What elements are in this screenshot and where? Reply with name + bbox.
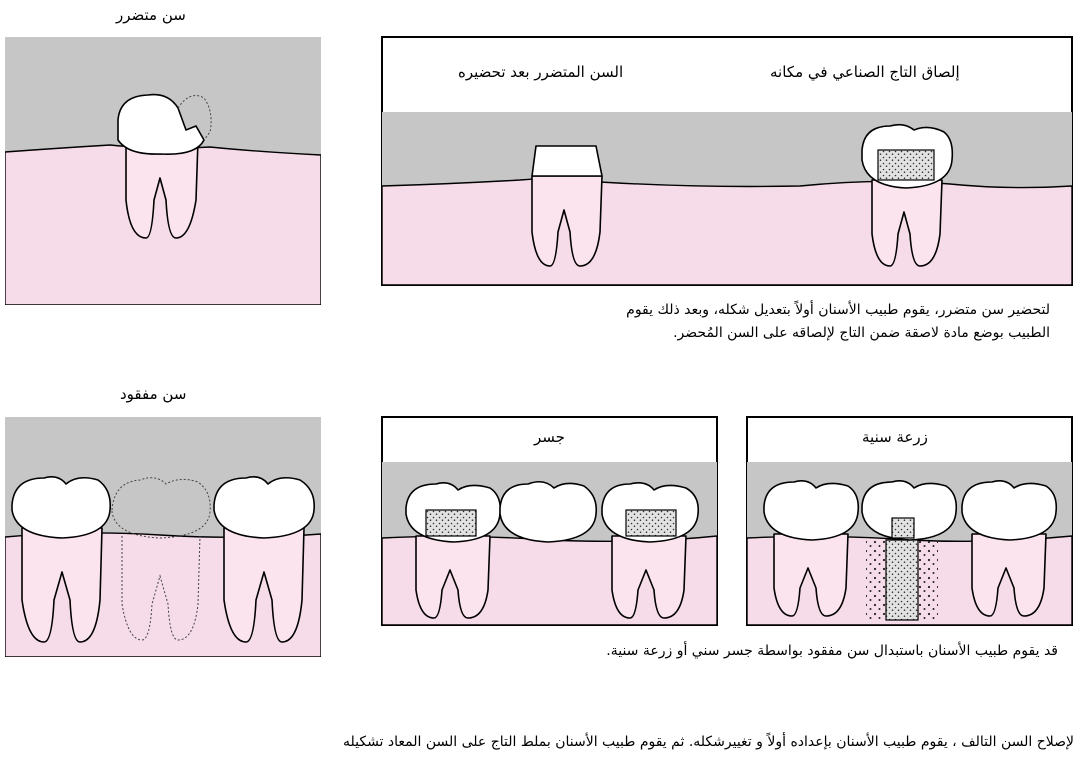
missing-tooth-outline-icon [111,477,211,641]
right-tooth-icon [213,476,316,643]
bridge-label: جسر [534,428,565,446]
implant-label: زرعة سنية [862,428,928,446]
bridge-right-abutment-icon [611,535,687,619]
footer-text: لإصلاح السن التالف ، يقوم طبيب الأسنان ب… [342,734,1074,750]
missing-tooth-title: سن مفقود [120,385,187,403]
panel-crown-procedure [381,36,1073,286]
crown-caption-line2: الطبيب بوضع مادة لاصقة ضمن التاج لإلصاقه… [673,325,1050,341]
implant-crown-icon [861,480,958,541]
crown-placed-label: إلصاق التاج الصناعي في مكانه [770,63,960,81]
implant-left-tooth-icon [763,480,860,617]
damaged-tooth-icon [117,93,212,239]
panel-damaged-tooth [5,37,321,305]
left-tooth-icon [11,476,112,643]
implant-post-icon [866,539,938,621]
replacement-caption: قد يقوم طبيب الأسنان باستبدال سن مفقود ب… [606,643,1058,659]
panel-missing-tooth [5,417,321,657]
implant-right-tooth-icon [961,480,1058,617]
damaged-tooth-title: سن متضرر [116,6,186,24]
panel-bridge [381,416,718,626]
placed-crown-icon [861,123,954,267]
crown-caption-line1: لتحضير سن متضرر، يقوم طبيب الأسنان أولاً… [626,302,1050,318]
prepared-tooth-label: السن المتضرر بعد تحضيره [458,63,624,81]
panel-implant [746,416,1073,626]
prepared-tooth-icon [531,145,603,267]
bridge-crowns-icon [405,480,700,543]
bridge-left-abutment-icon [415,535,491,619]
